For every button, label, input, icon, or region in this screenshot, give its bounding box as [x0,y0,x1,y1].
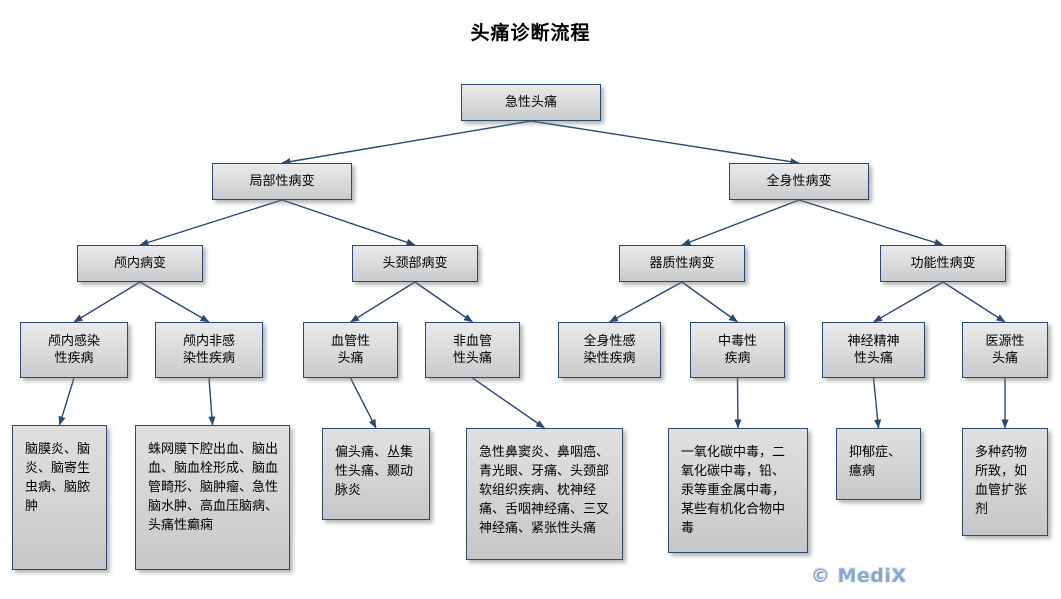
leaf-label: 抑郁症、癔病 [849,445,902,479]
leaf-box-leaf-infect-cranial[interactable]: 脑膜炎、脑炎、脑寄生虫病、脑脓肿 [12,425,107,570]
node-label: 神经精神 性头痛 [847,334,900,366]
node-box-nonvascular[interactable]: 非血管 性头痛 [425,322,520,378]
edge-nonvascular-to-leaf-nonvascular [472,377,545,429]
leaf-label: 急性鼻窦炎、鼻咽癌、青光眼、牙痛、头颈部软组织疾病、枕神经痛、舌咽神经痛、三叉神… [479,445,610,536]
node-box-systemic[interactable]: 全身性病变 [729,163,869,200]
edge-infect-cranial-to-leaf-infect-cranial [58,377,75,426]
edge-local-to-headneck [281,199,416,246]
edge-intracranial-to-infect-cranial [73,281,141,323]
edge-headneck-to-nonvascular [414,281,473,323]
edge-root-to-systemic [530,120,800,166]
node-label: 全身性感 染性疾病 [583,334,636,366]
node-label: 血管性 头痛 [330,334,370,366]
node-label: 中毒性 疾病 [717,334,757,366]
leaf-box-leaf-nonvascular[interactable]: 急性鼻窦炎、鼻咽癌、青光眼、牙痛、头颈部软组织疾病、枕神经痛、舌咽神经痛、三叉神… [466,428,623,560]
edge-systemic-to-organic [681,199,800,246]
watermark: © MediX [811,565,907,587]
leaf-label: 脑膜炎、脑炎、脑寄生虫病、脑脓肿 [25,442,91,514]
node-label: 医源性 头痛 [985,334,1025,366]
leaf-box-leaf-neuropsych[interactable]: 抑郁症、癔病 [836,428,921,500]
node-label: 全身性病变 [766,174,832,189]
node-label: 颅内病变 [113,256,166,271]
leaf-box-leaf-iatrogenic[interactable]: 多种药物所致，如血管扩张剂 [962,428,1048,536]
node-box-neuropsych[interactable]: 神经精神 性头痛 [822,322,925,378]
node-box-vascular[interactable]: 血管性 头痛 [303,322,398,378]
node-box-iatrogenic[interactable]: 医源性 头痛 [962,322,1048,378]
edge-organic-to-toxic [681,281,738,323]
edge-systemic-to-functional [798,199,944,246]
node-box-noninfect-cranial[interactable]: 颅内非感 染性疾病 [155,322,263,378]
node-box-local[interactable]: 局部性病变 [212,163,352,200]
node-label: 急性头痛 [504,95,557,110]
edge-intracranial-to-noninfect-cranial [139,281,210,323]
node-label: 局部性病变 [249,174,315,189]
node-label: 非血管 性头痛 [452,334,492,366]
node-box-headneck[interactable]: 头颈部病变 [352,245,478,282]
node-label: 功能性病变 [910,256,976,271]
edge-headneck-to-vascular [350,281,416,323]
leaf-label: 多种药物所致，如血管扩张剂 [975,445,1028,517]
node-label: 器质性病变 [649,256,715,271]
leaf-label: 偏头痛、丛集性头痛、颞动脉炎 [335,445,414,498]
edge-local-to-intracranial [139,199,283,246]
edge-functional-to-iatrogenic [942,281,1006,323]
node-box-root[interactable]: 急性头痛 [461,84,601,121]
node-label: 头颈部病变 [382,256,448,271]
node-label: 颅内感染 性疾病 [47,334,100,366]
node-box-toxic[interactable]: 中毒性 疾病 [690,322,785,378]
leaf-box-leaf-vascular[interactable]: 偏头痛、丛集性头痛、颞动脉炎 [322,428,430,520]
node-box-functional[interactable]: 功能性病变 [880,245,1006,282]
edge-noninfect-cranial-to-leaf-noninfect-cranial [208,377,216,426]
leaf-label: 蛛网膜下腔出血、脑出血、脑血栓形成、脑血管畸形、脑肿瘤、急性脑水肿、高血压脑病、… [148,442,279,533]
node-box-intracranial[interactable]: 颅内病变 [77,245,203,282]
edge-vascular-to-leaf-vascular [349,377,377,429]
edge-toxic-to-leaf-toxic [734,377,742,429]
edge-root-to-local [281,120,532,166]
node-label: 颅内非感 染性疾病 [182,334,235,366]
edge-functional-to-neuropsych [873,281,944,323]
leaf-box-leaf-noninfect-cranial[interactable]: 蛛网膜下腔出血、脑出血、脑血栓形成、脑血管畸形、脑肿瘤、急性脑水肿、高血压脑病、… [135,425,290,570]
node-box-systemic-infect[interactable]: 全身性感 染性疾病 [558,322,661,378]
page-title: 头痛诊断流程 [470,22,591,44]
edge-neuropsych-to-leaf-neuropsych [872,377,882,429]
node-box-infect-cranial[interactable]: 颅内感染 性疾病 [20,322,128,378]
edge-organic-to-systemic-infect [609,281,683,323]
leaf-label: 一氧化碳中毒，二氧化碳中毒，铅、汞等重金属中毒，某些有机化合物中毒 [681,445,786,536]
node-box-organic[interactable]: 器质性病变 [619,245,745,282]
leaf-box-leaf-toxic[interactable]: 一氧化碳中毒，二氧化碳中毒，铅、汞等重金属中毒，某些有机化合物中毒 [668,428,808,553]
